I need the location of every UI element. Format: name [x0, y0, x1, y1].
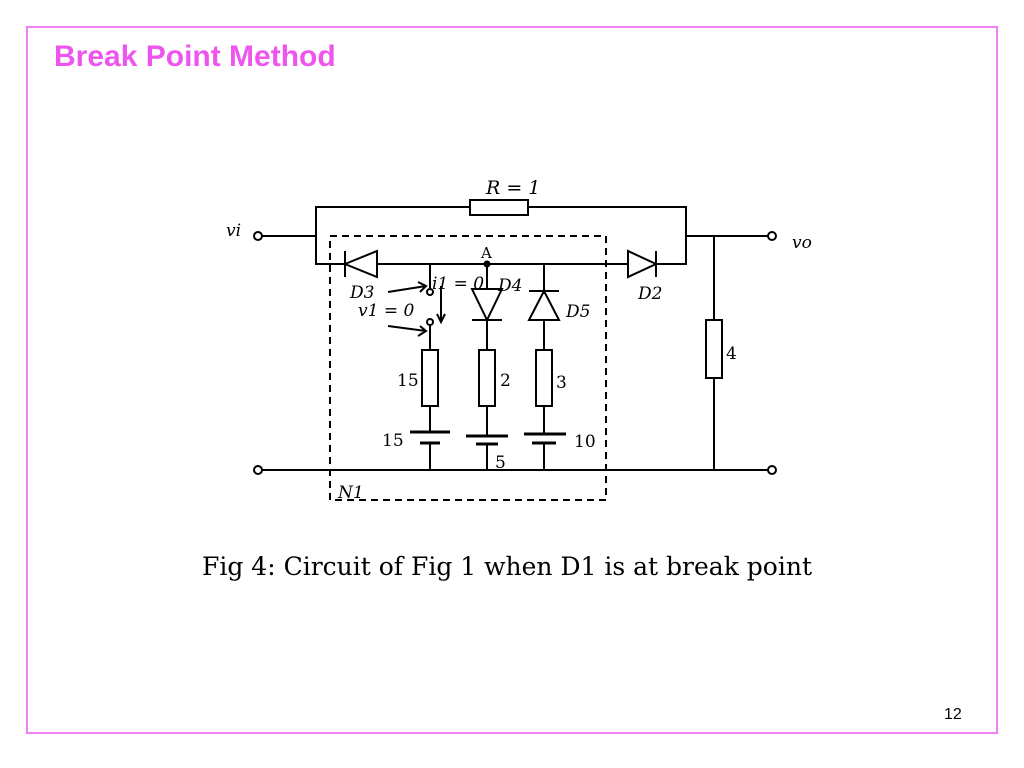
resistor-2: [478, 349, 496, 407]
diode-d3: [342, 249, 378, 279]
label-d2: D2: [637, 284, 662, 304]
slide-title: Break Point Method: [54, 40, 336, 73]
page-number: 12: [944, 706, 962, 723]
resistor-15: [421, 349, 439, 407]
wire-input: [262, 235, 345, 265]
battery-15: [410, 430, 450, 445]
resistor-r: [469, 199, 529, 216]
label-node-a: A: [480, 244, 492, 262]
switch-arrow-bottom: [387, 325, 428, 337]
label-vo: vo: [792, 233, 812, 253]
diode-d5: [527, 288, 561, 321]
label-d3: D3: [349, 283, 374, 303]
label-v1: v1 = 0: [358, 301, 414, 321]
label-vi: vi: [226, 221, 241, 241]
switch-arrow-top: [387, 281, 428, 293]
diode-d4: [470, 288, 504, 323]
terminal-output-bottom: [767, 465, 777, 475]
label-b10: 10: [574, 432, 596, 452]
wire-main: [377, 235, 768, 265]
label-r3: 3: [556, 373, 567, 393]
slide-frame: [26, 26, 998, 734]
diode-d2: [627, 249, 659, 279]
terminal-input-bottom: [253, 465, 263, 475]
resistor-4: [705, 319, 723, 379]
switch-contact-bottom: [426, 318, 434, 326]
resistor-3: [535, 349, 553, 407]
battery-10: [524, 432, 566, 445]
battery-5: [466, 434, 508, 446]
subnetwork-box: [329, 235, 607, 501]
label-r2: 2: [500, 371, 511, 391]
terminal-output-top: [767, 231, 777, 241]
label-i1: i1 = 0: [432, 274, 484, 294]
node-a: [483, 260, 491, 268]
label-b5: 5: [495, 453, 506, 473]
label-b15: 15: [382, 431, 404, 451]
label-n1: N1: [337, 483, 364, 503]
label-d5: D5: [565, 302, 590, 322]
switch-contact-top: [426, 288, 434, 296]
label-r4: 4: [726, 344, 737, 364]
terminal-input-top: [253, 231, 263, 241]
figure-caption: Fig 4: Circuit of Fig 1 when D1 is at br…: [202, 552, 812, 581]
current-arrow-i1: [436, 286, 446, 325]
label-d4: D4: [497, 276, 522, 296]
label-r: R = 1: [485, 177, 540, 199]
label-r15: 15: [397, 371, 419, 391]
